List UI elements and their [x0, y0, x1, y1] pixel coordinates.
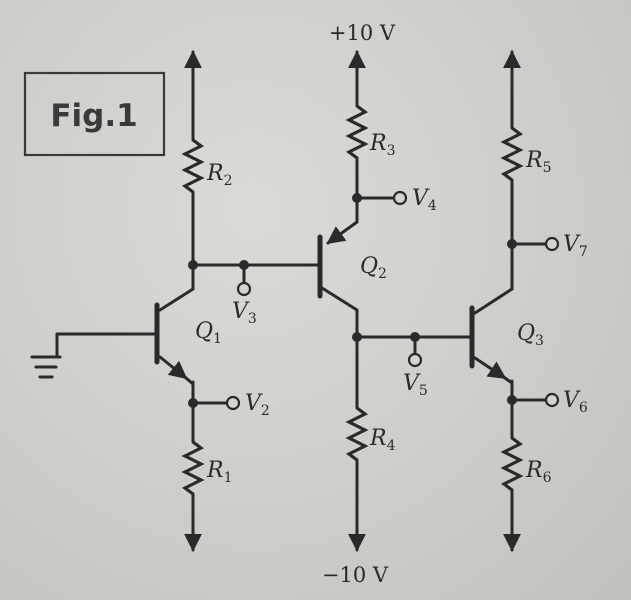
label-q1: Q1	[195, 319, 222, 347]
v4-terminal	[392, 190, 408, 206]
label-r6: R6	[525, 458, 552, 486]
q2-collector	[320, 286, 359, 312]
resistor-r3	[345, 104, 369, 160]
figure-label: Fig.1	[50, 98, 137, 134]
q1-emitter	[158, 355, 188, 380]
resistor-r4	[345, 406, 369, 462]
label-v2: V2	[245, 391, 270, 419]
label-v4: V4	[412, 186, 437, 214]
resistor-r5	[500, 126, 524, 182]
label-v7: V7	[563, 232, 588, 260]
q3-emitter	[473, 356, 507, 380]
label-r1: R1	[206, 458, 233, 486]
figure-label-box	[23, 71, 166, 157]
label-q2: Q2	[360, 254, 387, 282]
q2-emitter	[326, 220, 359, 245]
ground-icon	[30, 355, 62, 379]
negative-supply-label: −10 V	[322, 563, 389, 587]
label-v3: V3	[232, 299, 257, 327]
q1-collector	[158, 287, 195, 312]
label-v6: V6	[563, 388, 588, 416]
positive-supply-label: +10 V	[329, 21, 396, 45]
label-q3: Q3	[517, 321, 544, 349]
q3-collector	[473, 287, 514, 315]
label-r4: R4	[369, 426, 396, 454]
label-r3: R3	[369, 131, 396, 159]
v5-terminal	[407, 352, 423, 368]
v2-terminal	[225, 395, 241, 411]
v7-terminal	[544, 236, 560, 252]
label-v5: V5	[403, 371, 428, 399]
v6-terminal	[544, 392, 560, 408]
resistor-r2	[181, 138, 205, 194]
resistor-r1	[181, 440, 205, 496]
junction-dot	[188, 260, 198, 270]
resistor-r6	[500, 436, 524, 492]
label-r2: R2	[206, 161, 233, 189]
label-r5: R5	[525, 148, 552, 176]
v3-terminal	[236, 281, 252, 297]
